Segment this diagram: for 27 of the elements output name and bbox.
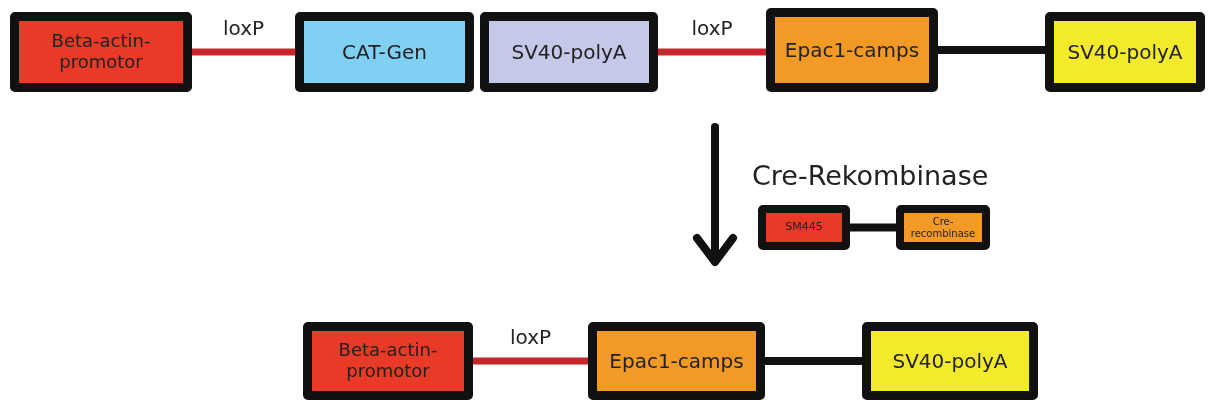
connector-line <box>850 223 896 232</box>
loxp-line <box>473 357 588 365</box>
element-label: Epac1-camps <box>784 38 920 62</box>
connector-line <box>765 357 862 365</box>
gene-element-box <box>1045 12 1205 92</box>
reaction-label: Cre-Rekombinase <box>752 160 989 191</box>
connector-line <box>938 46 1045 54</box>
loxp-line <box>658 48 766 56</box>
element-label: SV40-polyA <box>892 349 1008 373</box>
gene-element-box <box>303 322 473 400</box>
element-label: CAT-Gen <box>342 40 427 64</box>
gene-element-box <box>758 205 850 250</box>
gene-element-box <box>295 12 474 92</box>
gene-element-box <box>896 205 990 250</box>
element-label: SV40-polyA <box>511 40 627 64</box>
element-label: Beta-actin-promotor <box>337 340 439 382</box>
gene-element-box <box>480 12 658 92</box>
element-label: Epac1-camps <box>609 349 744 373</box>
element-label: Cre-recombinase <box>909 216 977 239</box>
gene-element-box <box>766 8 938 92</box>
gene-element-box <box>862 322 1038 400</box>
element-label: SV40-polyA <box>1067 40 1183 64</box>
gene-element-box <box>588 322 765 400</box>
loxp-line <box>192 48 295 56</box>
element-label: SM445 <box>785 221 823 234</box>
gene-element-box <box>10 12 192 92</box>
element-label: Beta-actin-promotor <box>50 31 152 73</box>
